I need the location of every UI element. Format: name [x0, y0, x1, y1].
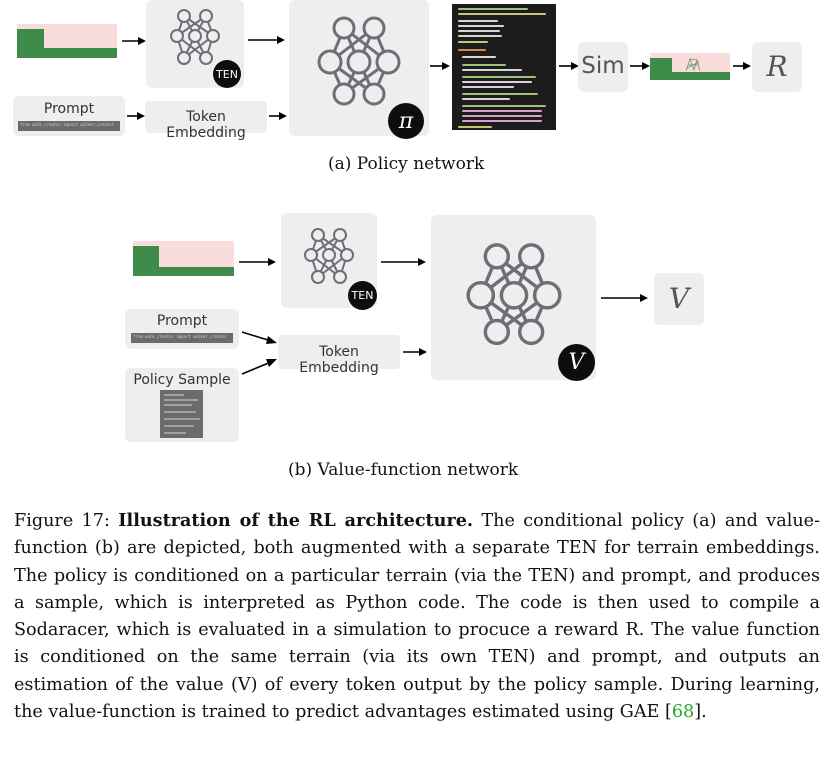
prompt-box: Prompt from walk_creator import walker_c… — [125, 309, 239, 349]
arrow-icon — [733, 62, 751, 70]
arrow-icon — [269, 112, 287, 120]
neural-network-icon — [466, 243, 562, 346]
ten-badge: TEN — [348, 281, 377, 310]
arrow-icon — [403, 348, 427, 356]
neural-network-icon — [304, 228, 354, 284]
arrow-icon — [122, 37, 146, 45]
simulation-terrain-image — [650, 53, 730, 80]
ten-network-box: TEN — [146, 0, 244, 88]
pi-badge: π — [388, 103, 424, 139]
figure-end: ]. — [694, 702, 707, 723]
figure-body: The conditional policy (a) and value-fun… — [14, 511, 821, 723]
terrain-image — [133, 241, 234, 276]
prompt-title: Prompt — [156, 313, 208, 329]
arrow-icon — [239, 258, 276, 266]
prompt-code: from walk_creator import walker_creator — [18, 121, 120, 131]
token-embedding-box: Token Embedding — [278, 335, 400, 376]
policy-sample-thumbnail — [160, 390, 203, 438]
v-badge: V — [558, 344, 595, 381]
neural-network-icon — [317, 16, 401, 106]
sim-label: Sim — [581, 53, 625, 79]
value-network-box: V — [431, 215, 596, 381]
citation-link[interactable]: 68 — [671, 702, 695, 723]
token-embedding-label: Token Embedding — [299, 344, 379, 376]
reward-label: R — [766, 50, 788, 83]
neural-network-icon — [170, 9, 220, 65]
sodaracer-icon — [685, 57, 701, 72]
figure-title: Illustration of the RL architecture. — [118, 510, 474, 531]
token-embedding-box: Token Embedding — [145, 101, 267, 141]
terrain-image — [17, 24, 117, 58]
arrow-icon — [241, 331, 277, 375]
arrow-icon — [630, 62, 650, 70]
reward-box: R — [752, 42, 802, 92]
policy-network-box: π — [289, 0, 429, 139]
policy-sample-box: Policy Sample — [125, 368, 239, 442]
arrow-icon — [559, 62, 579, 70]
arrow-icon — [248, 36, 285, 44]
sim-box: Sim — [578, 42, 628, 92]
ten-badge: TEN — [213, 60, 241, 88]
value-box: V — [654, 273, 704, 325]
arrow-icon — [430, 62, 450, 70]
policy-subcaption: (a) Policy network — [328, 154, 485, 174]
value-subcaption: (b) Value-function network — [288, 460, 519, 480]
arrow-icon — [381, 258, 426, 266]
token-embedding-label: Token Embedding — [166, 109, 246, 141]
prompt-box: Prompt from walk_creator import walker_c… — [13, 96, 125, 136]
arrow-icon — [601, 294, 648, 302]
figure-caption: Figure 17: Illustration of the RL archit… — [14, 507, 820, 726]
prompt-code: from walk_creator import walker_creator — [131, 333, 233, 343]
code-sample-image — [452, 4, 556, 130]
figure-label: Figure 17: — [14, 511, 110, 531]
value-label: V — [668, 282, 690, 315]
arrow-icon — [127, 112, 145, 120]
prompt-title: Prompt — [43, 101, 95, 117]
policy-sample-title: Policy Sample — [133, 372, 231, 388]
ten-network-box: TEN — [281, 213, 377, 310]
